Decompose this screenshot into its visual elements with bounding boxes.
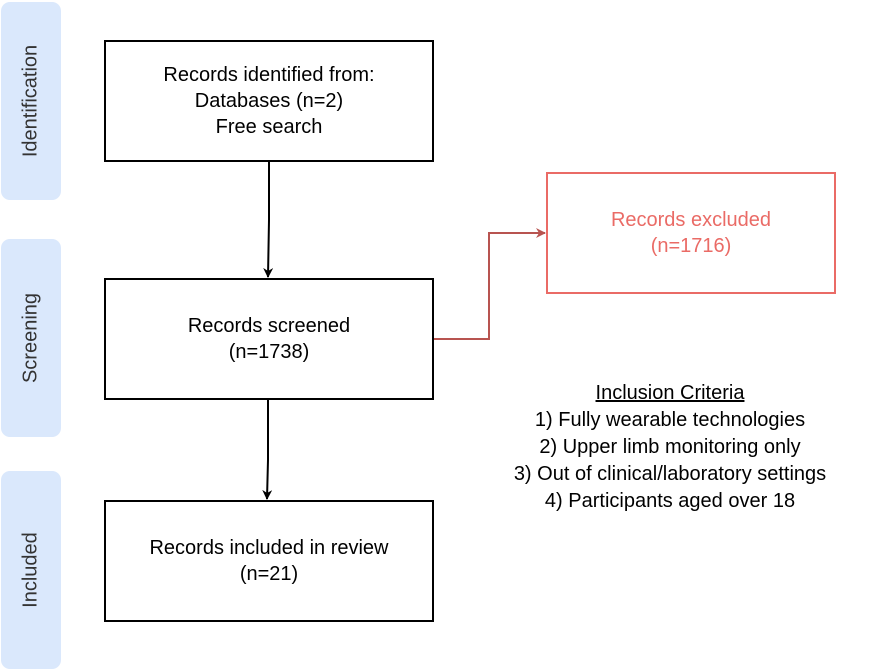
box-records-identified: Records identified from: Databases (n=2)…	[104, 40, 434, 162]
inclusion-criteria-title: Inclusion Criteria	[595, 382, 745, 404]
box-records-excluded: Records excluded (n=1716)	[546, 172, 836, 294]
arrow-screened-to-excluded	[432, 228, 546, 340]
box-records-included: Records included in review (n=21)	[104, 500, 434, 622]
excluded-line-2: (n=1716)	[650, 235, 732, 257]
criteria-item: 1) Fully wearable technologies	[534, 409, 806, 431]
identified-line-2: Databases (n=2)	[194, 90, 344, 112]
criteria-item: 2) Upper limb monitoring only	[539, 436, 801, 458]
arrow-identified-to-screened	[263, 161, 274, 278]
excluded-line-1: Records excluded	[610, 209, 772, 231]
included-line-2: (n=21)	[239, 563, 299, 585]
box-records-screened: Records screened (n=1738)	[104, 278, 434, 400]
arrow-screened-to-included	[262, 399, 273, 500]
phase-included: Included	[1, 471, 61, 669]
screened-line-2: (n=1738)	[228, 341, 310, 363]
screened-line-1: Records screened	[187, 315, 351, 337]
included-line-1: Records included in review	[149, 537, 389, 559]
criteria-item: 4) Participants aged over 18	[544, 490, 796, 512]
criteria-item: 3) Out of clinical/laboratory settings	[513, 463, 827, 485]
identified-line-3: Free search	[215, 116, 323, 138]
phase-screening: Screening	[1, 239, 61, 437]
identified-line-1: Records identified from:	[163, 64, 375, 86]
inclusion-criteria: Inclusion Criteria 1) Fully wearable tec…	[470, 380, 870, 515]
phase-identification: Identification	[1, 2, 61, 200]
